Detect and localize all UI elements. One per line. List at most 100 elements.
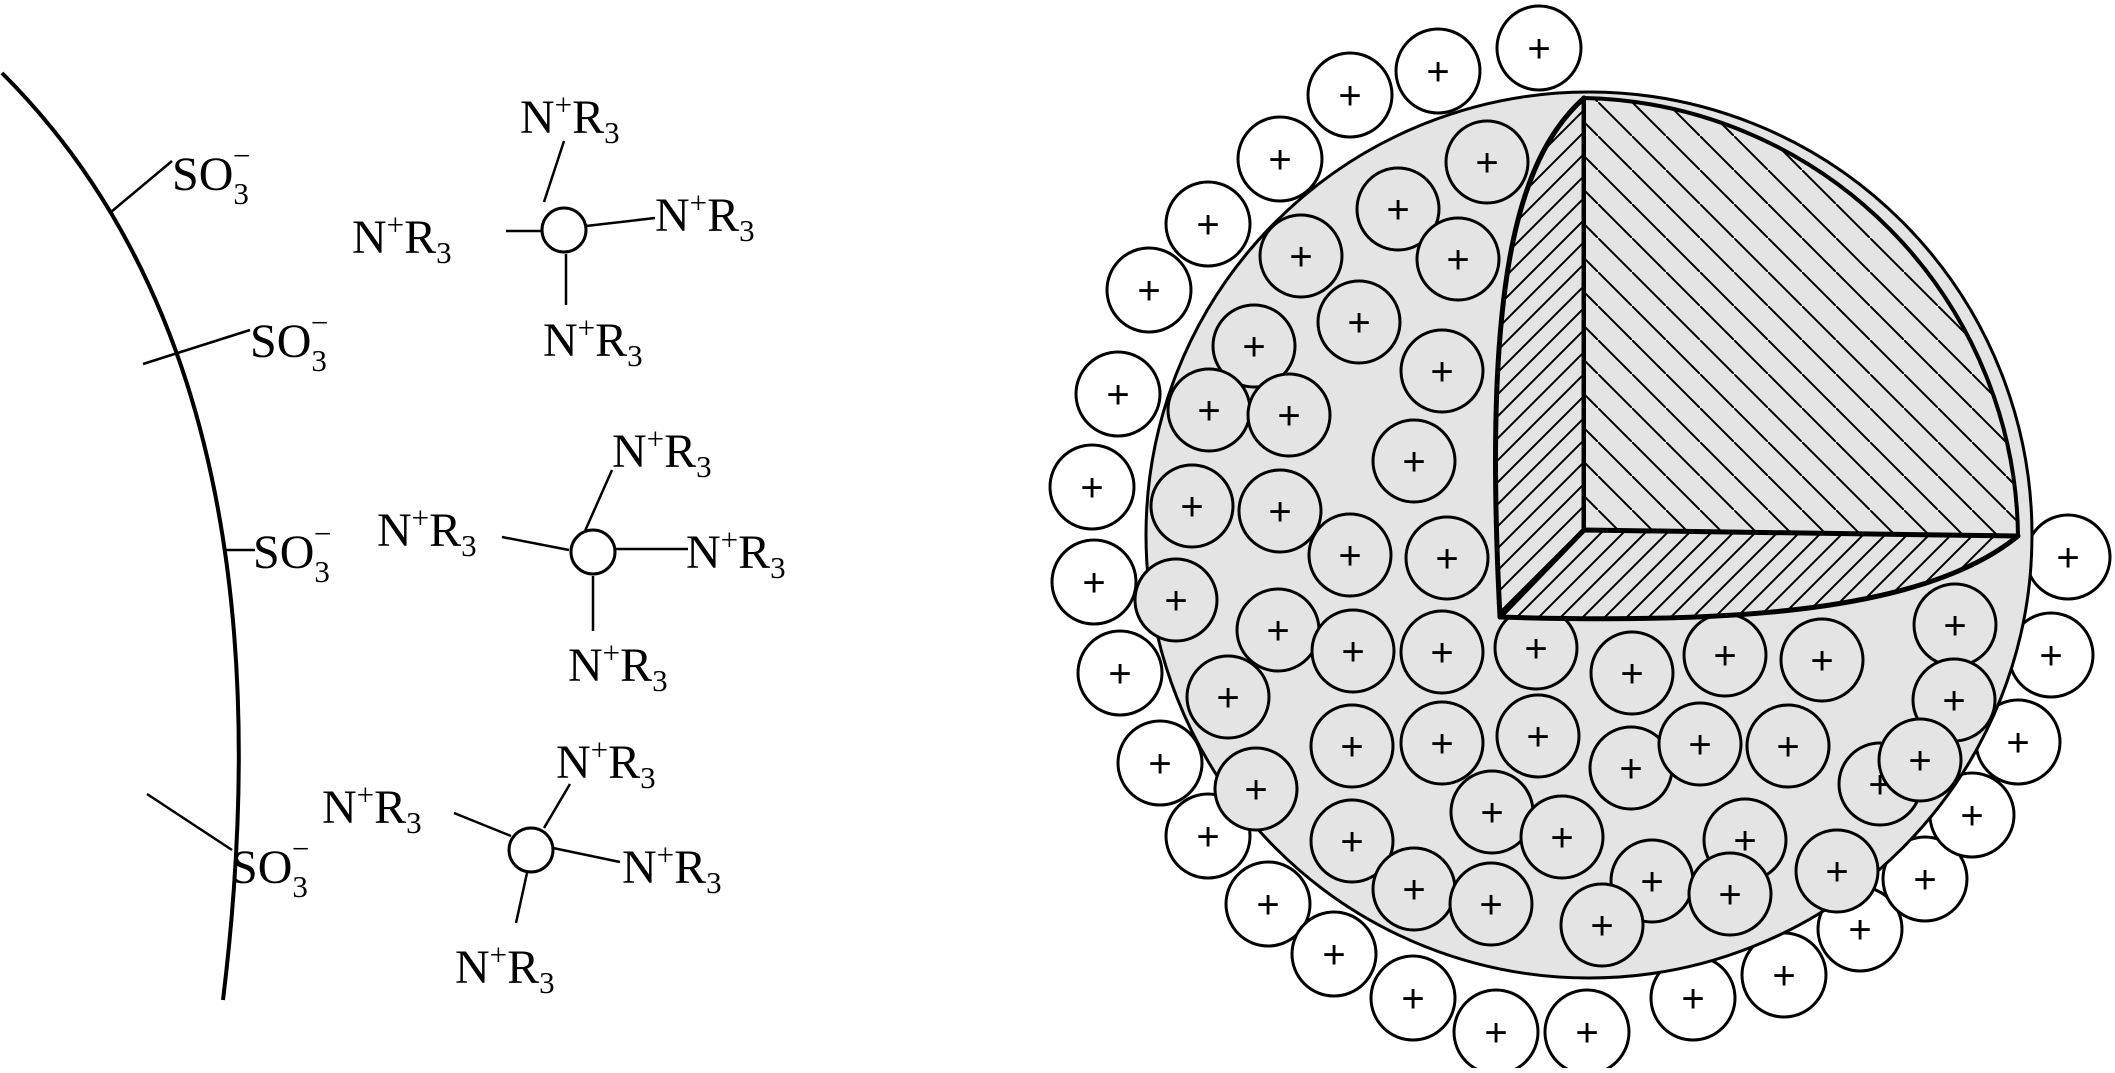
cation-sphere: + [1588, 725, 1674, 811]
inner-ion-layer: ++++++++++++++++++++++++++++++++++++++++… [1133, 119, 1998, 968]
cation-sphere: + [1310, 608, 1396, 694]
cation-sphere: + [1307, 512, 1393, 598]
cation-sphere: + [1105, 246, 1193, 334]
cation-sphere: + [1149, 463, 1235, 549]
charge-sign: + [1713, 634, 1736, 678]
cation-sphere: + [1164, 180, 1252, 268]
charge-sign: + [1196, 815, 1219, 859]
cutaway-face-right [1582, 96, 2020, 538]
outer-ion-layer: +++++++++++++++++++++++++ [1048, 4, 2112, 1073]
charge-sign: + [1484, 1011, 1507, 1055]
charge-sign: + [1338, 534, 1361, 578]
charge-sign: + [1620, 652, 1643, 696]
cation-sphere: + [1881, 835, 1969, 923]
charge-sign: + [1137, 269, 1160, 313]
core-node [569, 528, 617, 576]
amine-label: N+R3 [377, 500, 477, 563]
cation-sphere: + [1371, 846, 1457, 932]
charge-sign: + [1943, 604, 1966, 648]
amine-label: N+R3 [622, 837, 722, 900]
charge-sign: + [1640, 860, 1663, 904]
charge-sign: + [1446, 238, 1469, 282]
sulfonate-label: SO3− [253, 516, 331, 589]
charge-sign: + [1080, 466, 1103, 510]
charge-sign: + [2056, 536, 2079, 580]
cation-sphere: + [1224, 860, 1312, 948]
charge-sign: + [1268, 490, 1291, 534]
resin-surface-panel: SO3− SO3− SO3− SO3− N+R3 N+R3 N+R3 N+R3 [0, 71, 786, 1001]
cation-sphere: + [1076, 629, 1164, 717]
charge-sign: + [1426, 50, 1449, 94]
charge-sign: + [1430, 722, 1453, 766]
cation-sphere: + [1495, 4, 1583, 92]
amine-label: N+R3 [520, 87, 620, 150]
cation-sphere: + [1246, 372, 1332, 458]
sulfonate-label: SO3− [250, 305, 328, 378]
cation-sphere: + [1235, 587, 1321, 673]
cation-sphere: + [1444, 119, 1530, 205]
amine-label: N+R3 [352, 207, 452, 270]
amine-label: N+R3 [455, 937, 555, 1000]
charge-sign: + [1942, 679, 1965, 723]
amine-label: N+R3 [568, 635, 668, 698]
cation-sphere: + [1657, 701, 1743, 787]
charge-sign: + [1082, 561, 1105, 605]
charge-sign: + [1848, 908, 1871, 952]
resin-bead-panel: +++++++++++++++++++++++++ ++++++++++++++… [1048, 4, 2112, 1073]
cation-sphere: + [1745, 703, 1831, 789]
cation-sphere: + [1399, 328, 1485, 414]
amine-label: N+R3 [543, 310, 643, 373]
cation-sphere: + [1399, 609, 1485, 695]
cation-sphere: + [1687, 851, 1773, 937]
amine-label: N+R3 [556, 732, 656, 795]
charge-sign: + [1402, 440, 1425, 484]
cation-sphere: + [1371, 418, 1457, 504]
charge-sign: + [1430, 631, 1453, 675]
charge-sign: + [1106, 373, 1129, 417]
charge-sign: + [1908, 739, 1931, 783]
charge-sign: + [2039, 634, 2062, 678]
cation-sphere: + [1394, 27, 1482, 115]
charge-sign: + [1681, 977, 1704, 1021]
cation-sphere: + [2024, 513, 2112, 601]
charge-sign: + [1108, 652, 1131, 696]
charge-sign: + [1960, 794, 1983, 838]
cation-sphere: + [1912, 582, 1998, 668]
charge-sign: + [1479, 883, 1502, 927]
amine-cluster: N+R3 N+R3 N+R3 N+R3 [322, 732, 722, 1000]
cation-sphere: + [1050, 538, 1138, 626]
charge-sign: + [1810, 639, 1833, 683]
cation-sphere: + [1543, 988, 1631, 1073]
amine-label: N+R3 [612, 421, 712, 484]
charge-sign: + [1480, 791, 1503, 835]
cation-sphere: + [1048, 443, 1136, 531]
cation-sphere: + [1166, 367, 1252, 453]
charge-sign: + [1575, 1011, 1598, 1055]
charge-sign: + [1718, 873, 1741, 917]
charge-sign: + [1340, 725, 1363, 769]
charge-sign: + [1244, 768, 1267, 812]
charge-sign: + [1341, 630, 1364, 674]
cation-sphere: + [1794, 828, 1880, 914]
charge-sign: + [1772, 954, 1795, 998]
charge-sign: + [1180, 485, 1203, 529]
cation-sphere: + [1236, 115, 1324, 203]
cation-sphere: + [1928, 771, 2016, 859]
charge-sign: + [1435, 537, 1458, 581]
charge-sign: + [1242, 325, 1265, 369]
charge-sign: + [1527, 27, 1550, 71]
resin-surface-arc [0, 71, 241, 1001]
cation-sphere: + [1211, 303, 1297, 389]
cutaway-face-bottom [1497, 527, 2021, 622]
charge-sign: + [1526, 715, 1549, 759]
charge-sign: + [1386, 188, 1409, 232]
cation-sphere: + [1682, 612, 1768, 698]
charge-sign: + [1340, 820, 1363, 864]
charge-sign: + [1277, 394, 1300, 438]
cation-sphere: + [1309, 703, 1395, 789]
cation-sphere: + [1355, 166, 1441, 252]
charge-sign: + [1590, 904, 1613, 948]
cation-sphere: + [1237, 468, 1323, 554]
